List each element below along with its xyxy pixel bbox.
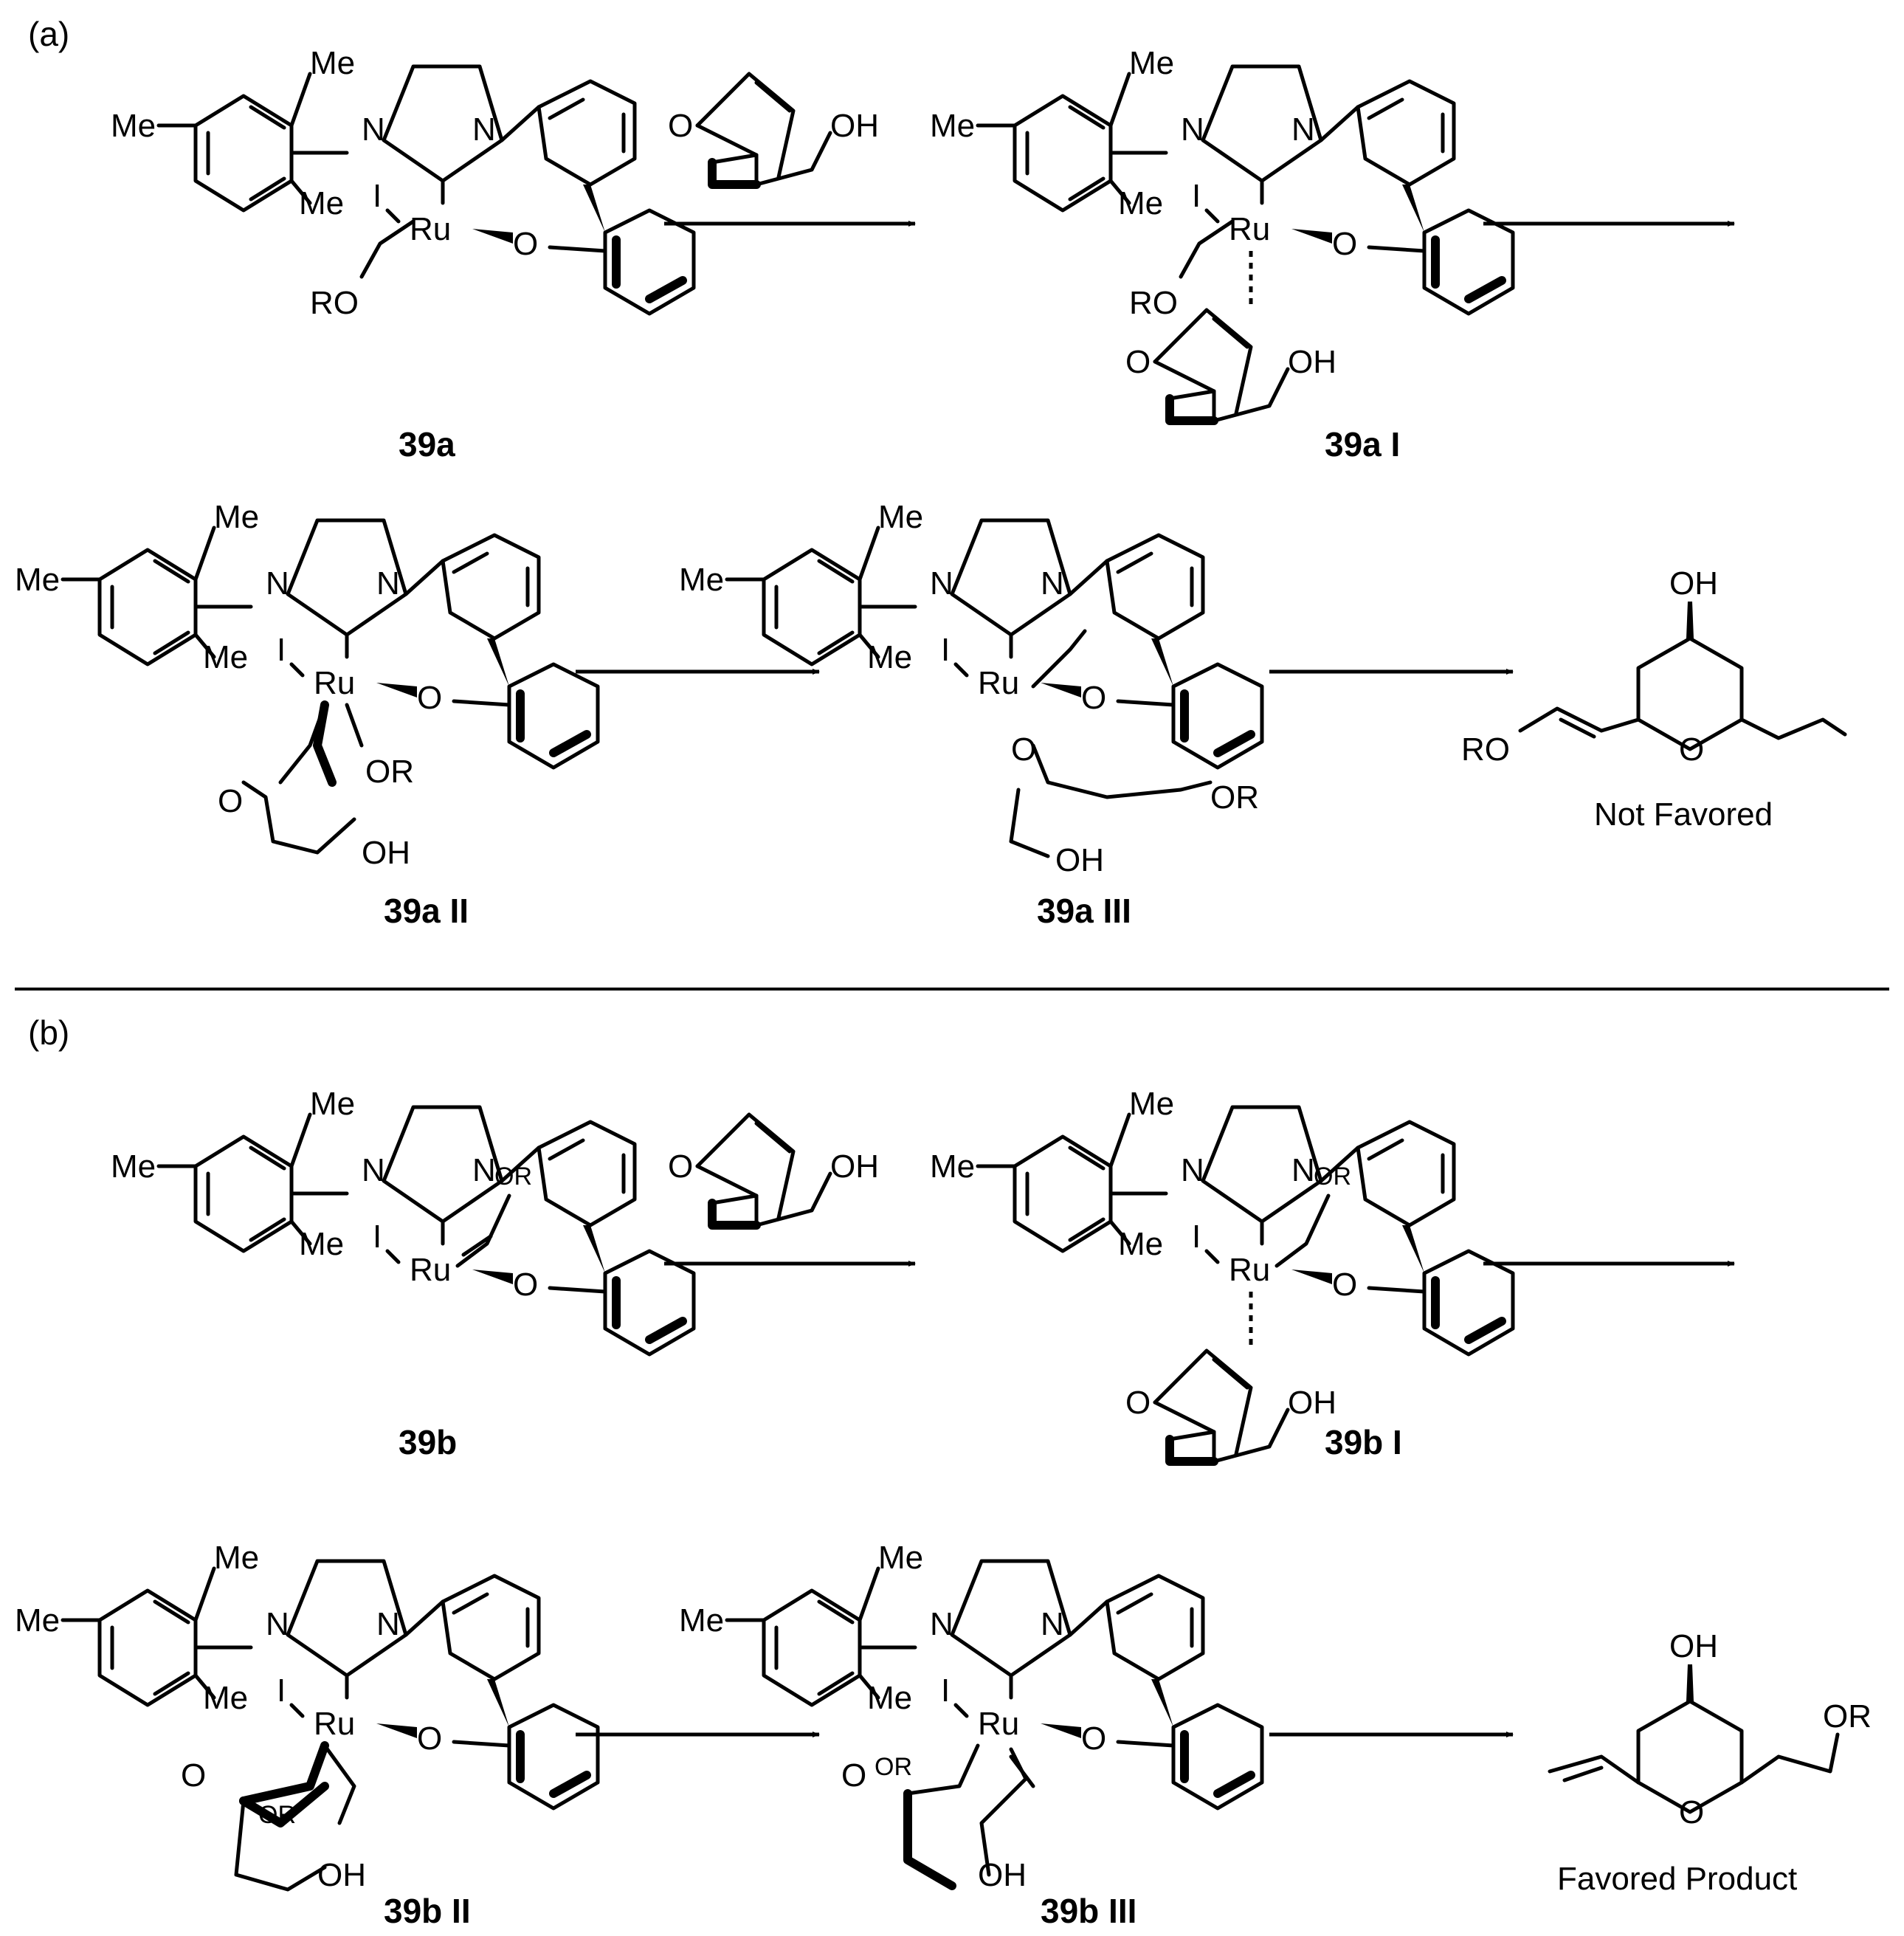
- bridge-oxygen-ii: O: [218, 783, 243, 819]
- alkoxy-or-ii: OR: [258, 1801, 296, 1829]
- enol-ether-ro: RO: [310, 285, 359, 321]
- alkoxy-or-39b: OR: [494, 1162, 532, 1191]
- label-39b-iii: 39b III: [1041, 1892, 1136, 1930]
- label-39a-i: 39a I: [1325, 425, 1400, 464]
- panel-label-b: (b): [28, 1013, 69, 1052]
- alkoxy-or-39b-iii: OR: [875, 1753, 912, 1781]
- alkoxy-or-39b-i: OR: [1314, 1162, 1351, 1191]
- panel-label-a: (a): [28, 15, 69, 53]
- enol-ether-ro-product: RO: [1461, 731, 1510, 768]
- ring-oxygen-iii: O: [1011, 731, 1036, 768]
- structure-39b-iii: O OR OH: [679, 1540, 1262, 1893]
- label-39b-i: 39b I: [1325, 1423, 1402, 1461]
- structure-39b-i: OR: [930, 1086, 1513, 1461]
- structure-39a: RO: [111, 45, 694, 321]
- label-39a: 39a: [399, 425, 455, 464]
- enol-ether-ro-2: RO: [1129, 285, 1178, 321]
- ketone-oxygen-iii: O: [841, 1757, 866, 1794]
- bicyclic-reagent-a: [668, 74, 879, 185]
- hydroxyl-ii: OH: [362, 835, 410, 871]
- hydroxyl-39b-ii: OH: [317, 1857, 366, 1893]
- outcome-not-favored: Not Favored: [1594, 796, 1773, 833]
- alkoxy-or-product: OR: [1823, 1698, 1872, 1735]
- alkoxy-or: OR: [365, 754, 414, 790]
- label-39b-ii: 39b II: [384, 1892, 471, 1930]
- structure-39a-ii: OR O OH: [15, 499, 598, 871]
- hydroxyl-39b-iii: OH: [978, 1857, 1027, 1893]
- structure-39b: OR: [111, 1086, 694, 1354]
- structure-39a-iii: OR O OH: [679, 499, 1262, 878]
- structure-39b-ii: O OR OH: [15, 1540, 598, 1893]
- product-favored: OR Favored Product: [1548, 1628, 1872, 1897]
- label-39a-ii: 39a II: [384, 892, 469, 930]
- alkoxy-or-iii: OR: [1210, 779, 1259, 816]
- outcome-favored: Favored Product: [1557, 1861, 1797, 1897]
- structure-39a-i: RO: [930, 45, 1513, 421]
- label-39b: 39b: [399, 1423, 457, 1461]
- ketone-oxygen: O: [181, 1757, 206, 1794]
- product-not-favored: RO Not Favored: [1461, 565, 1847, 833]
- label-39a-iii: 39a III: [1037, 892, 1131, 930]
- hydroxyl-iii: OH: [1055, 842, 1104, 878]
- bicyclic-reagent-b: [668, 1115, 879, 1225]
